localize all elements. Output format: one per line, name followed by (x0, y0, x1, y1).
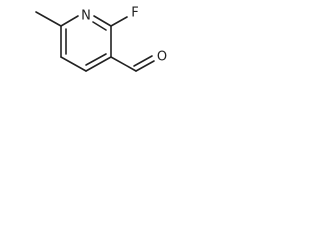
atom-label-nitrogen: N (81, 9, 91, 24)
bond-c6-n1 (60, 15, 79, 27)
bond-c3-c4 (85, 56, 112, 72)
bond-n1-c2-inner (92, 21, 107, 31)
chemical-structure: N F O (35, 6, 167, 72)
bond-c3-cho (110, 56, 137, 72)
bond-c3-c4-inner (85, 53, 107, 66)
atom-label-fluorine: F (131, 6, 138, 21)
bond-cho-o-double (133, 55, 153, 67)
atom-label-oxygen: O (157, 50, 167, 65)
bond-cho-o (135, 60, 155, 72)
bond-n1-c2 (93, 15, 112, 27)
bond-c4-c5 (60, 56, 87, 72)
bond-c2-f (110, 16, 128, 27)
bond-c6-methyl (35, 11, 62, 27)
